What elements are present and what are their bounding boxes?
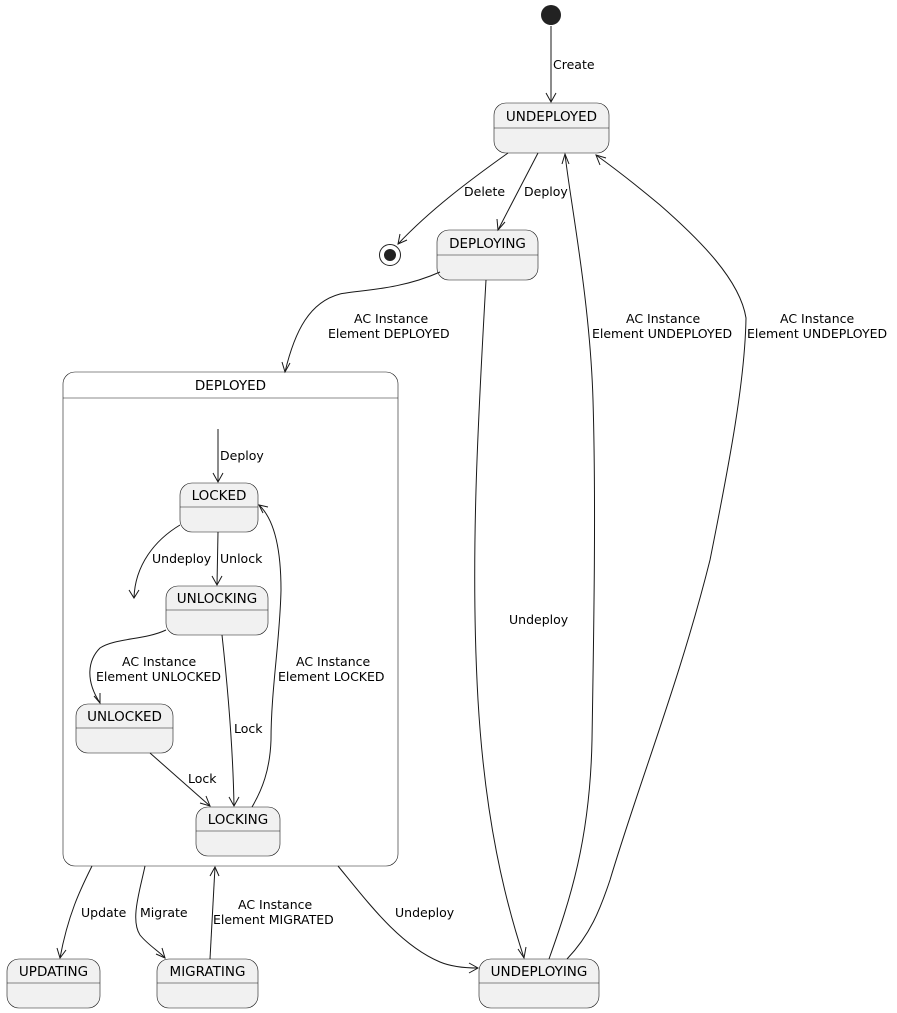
edge-delete bbox=[397, 152, 509, 245]
state-migrating-label: MIGRATING bbox=[170, 964, 246, 980]
edge-migrate bbox=[135, 865, 166, 959]
state-locked[interactable]: LOCKED bbox=[179, 482, 259, 533]
label-migrated-line2: Element MIGRATED bbox=[213, 912, 334, 927]
label-locked-line2: Element LOCKED bbox=[278, 669, 385, 684]
label-inner-deploy: Deploy bbox=[220, 448, 264, 463]
label-unlocked-line1: AC Instance bbox=[122, 654, 197, 669]
state-updating[interactable]: UPDATING bbox=[6, 958, 101, 1009]
label-undeployed-b-line1: AC Instance bbox=[780, 311, 855, 326]
label-undeployed-a-line1: AC Instance bbox=[626, 311, 701, 326]
state-deploying[interactable]: DEPLOYING bbox=[436, 229, 539, 281]
state-locked-label: LOCKED bbox=[192, 488, 247, 504]
label-migrated-line1: AC Instance bbox=[238, 897, 313, 912]
state-unlocking-label: UNLOCKING bbox=[177, 591, 257, 607]
state-unlocked-label: UNLOCKED bbox=[87, 709, 162, 725]
edge-create bbox=[545, 26, 557, 104]
edge-inner-undeploy bbox=[128, 524, 181, 599]
edge-unlock bbox=[211, 531, 223, 587]
state-undeploying[interactable]: UNDEPLOYING bbox=[478, 958, 600, 1009]
edge-locked bbox=[251, 504, 282, 808]
label-create: Create bbox=[553, 57, 595, 72]
label-lock-from-unlocking: Lock bbox=[234, 721, 263, 736]
edge-undeployed-b bbox=[566, 154, 747, 960]
edge-undeploy-from-deploying bbox=[474, 279, 527, 960]
edge-undeploy-from-deployed bbox=[337, 865, 480, 974]
state-unlocking[interactable]: UNLOCKING bbox=[165, 585, 269, 636]
state-deploying-label: DEPLOYING bbox=[449, 236, 526, 252]
edge-deployed bbox=[281, 271, 441, 374]
label-undeployed-b-line2: Element UNDEPLOYED bbox=[747, 326, 887, 341]
label-undeployed-a-line2: Element UNDEPLOYED bbox=[592, 326, 732, 341]
edge-migrated bbox=[209, 865, 220, 960]
edge-lock-from-unlocking bbox=[221, 634, 240, 808]
edge-lock-from-unlocked bbox=[149, 752, 211, 807]
edge-deploy bbox=[496, 152, 539, 232]
edge-unlocked bbox=[89, 629, 167, 705]
state-undeploying-label: UNDEPLOYING bbox=[491, 964, 588, 980]
edge-undeployed-a bbox=[548, 152, 596, 960]
label-lock-from-unlocked: Lock bbox=[188, 771, 217, 786]
label-deploy: Deploy bbox=[524, 184, 568, 199]
state-undeployed[interactable]: UNDEPLOYED bbox=[493, 102, 610, 154]
state-updating-label: UPDATING bbox=[19, 964, 88, 980]
state-migrating[interactable]: MIGRATING bbox=[156, 958, 259, 1009]
label-unlocked-line2: Element UNLOCKED bbox=[96, 669, 221, 684]
state-unlocked[interactable]: UNLOCKED bbox=[75, 703, 174, 754]
label-update: Update bbox=[81, 905, 127, 920]
label-undeploy-from-deploying: Undeploy bbox=[509, 612, 569, 627]
label-deployed-line2: Element DEPLOYED bbox=[328, 326, 450, 341]
edge-inner-deploy bbox=[212, 429, 224, 484]
label-migrate: Migrate bbox=[140, 905, 188, 920]
label-undeploy-from-deployed: Undeploy bbox=[395, 905, 455, 920]
edge-update bbox=[56, 865, 93, 960]
initial-state-dot bbox=[541, 5, 561, 25]
state-deployed-label: DEPLOYED bbox=[195, 378, 266, 394]
state-locking-label: LOCKING bbox=[208, 812, 269, 828]
label-deployed-line1: AC Instance bbox=[354, 311, 429, 326]
label-locked-line1: AC Instance bbox=[296, 654, 371, 669]
label-delete: Delete bbox=[464, 184, 505, 199]
state-locking[interactable]: LOCKING bbox=[195, 806, 281, 857]
final-state-top bbox=[379, 244, 401, 266]
label-unlock: Unlock bbox=[220, 551, 263, 566]
state-undeployed-label: UNDEPLOYED bbox=[506, 109, 597, 125]
label-inner-undeploy: Undeploy bbox=[152, 551, 212, 566]
